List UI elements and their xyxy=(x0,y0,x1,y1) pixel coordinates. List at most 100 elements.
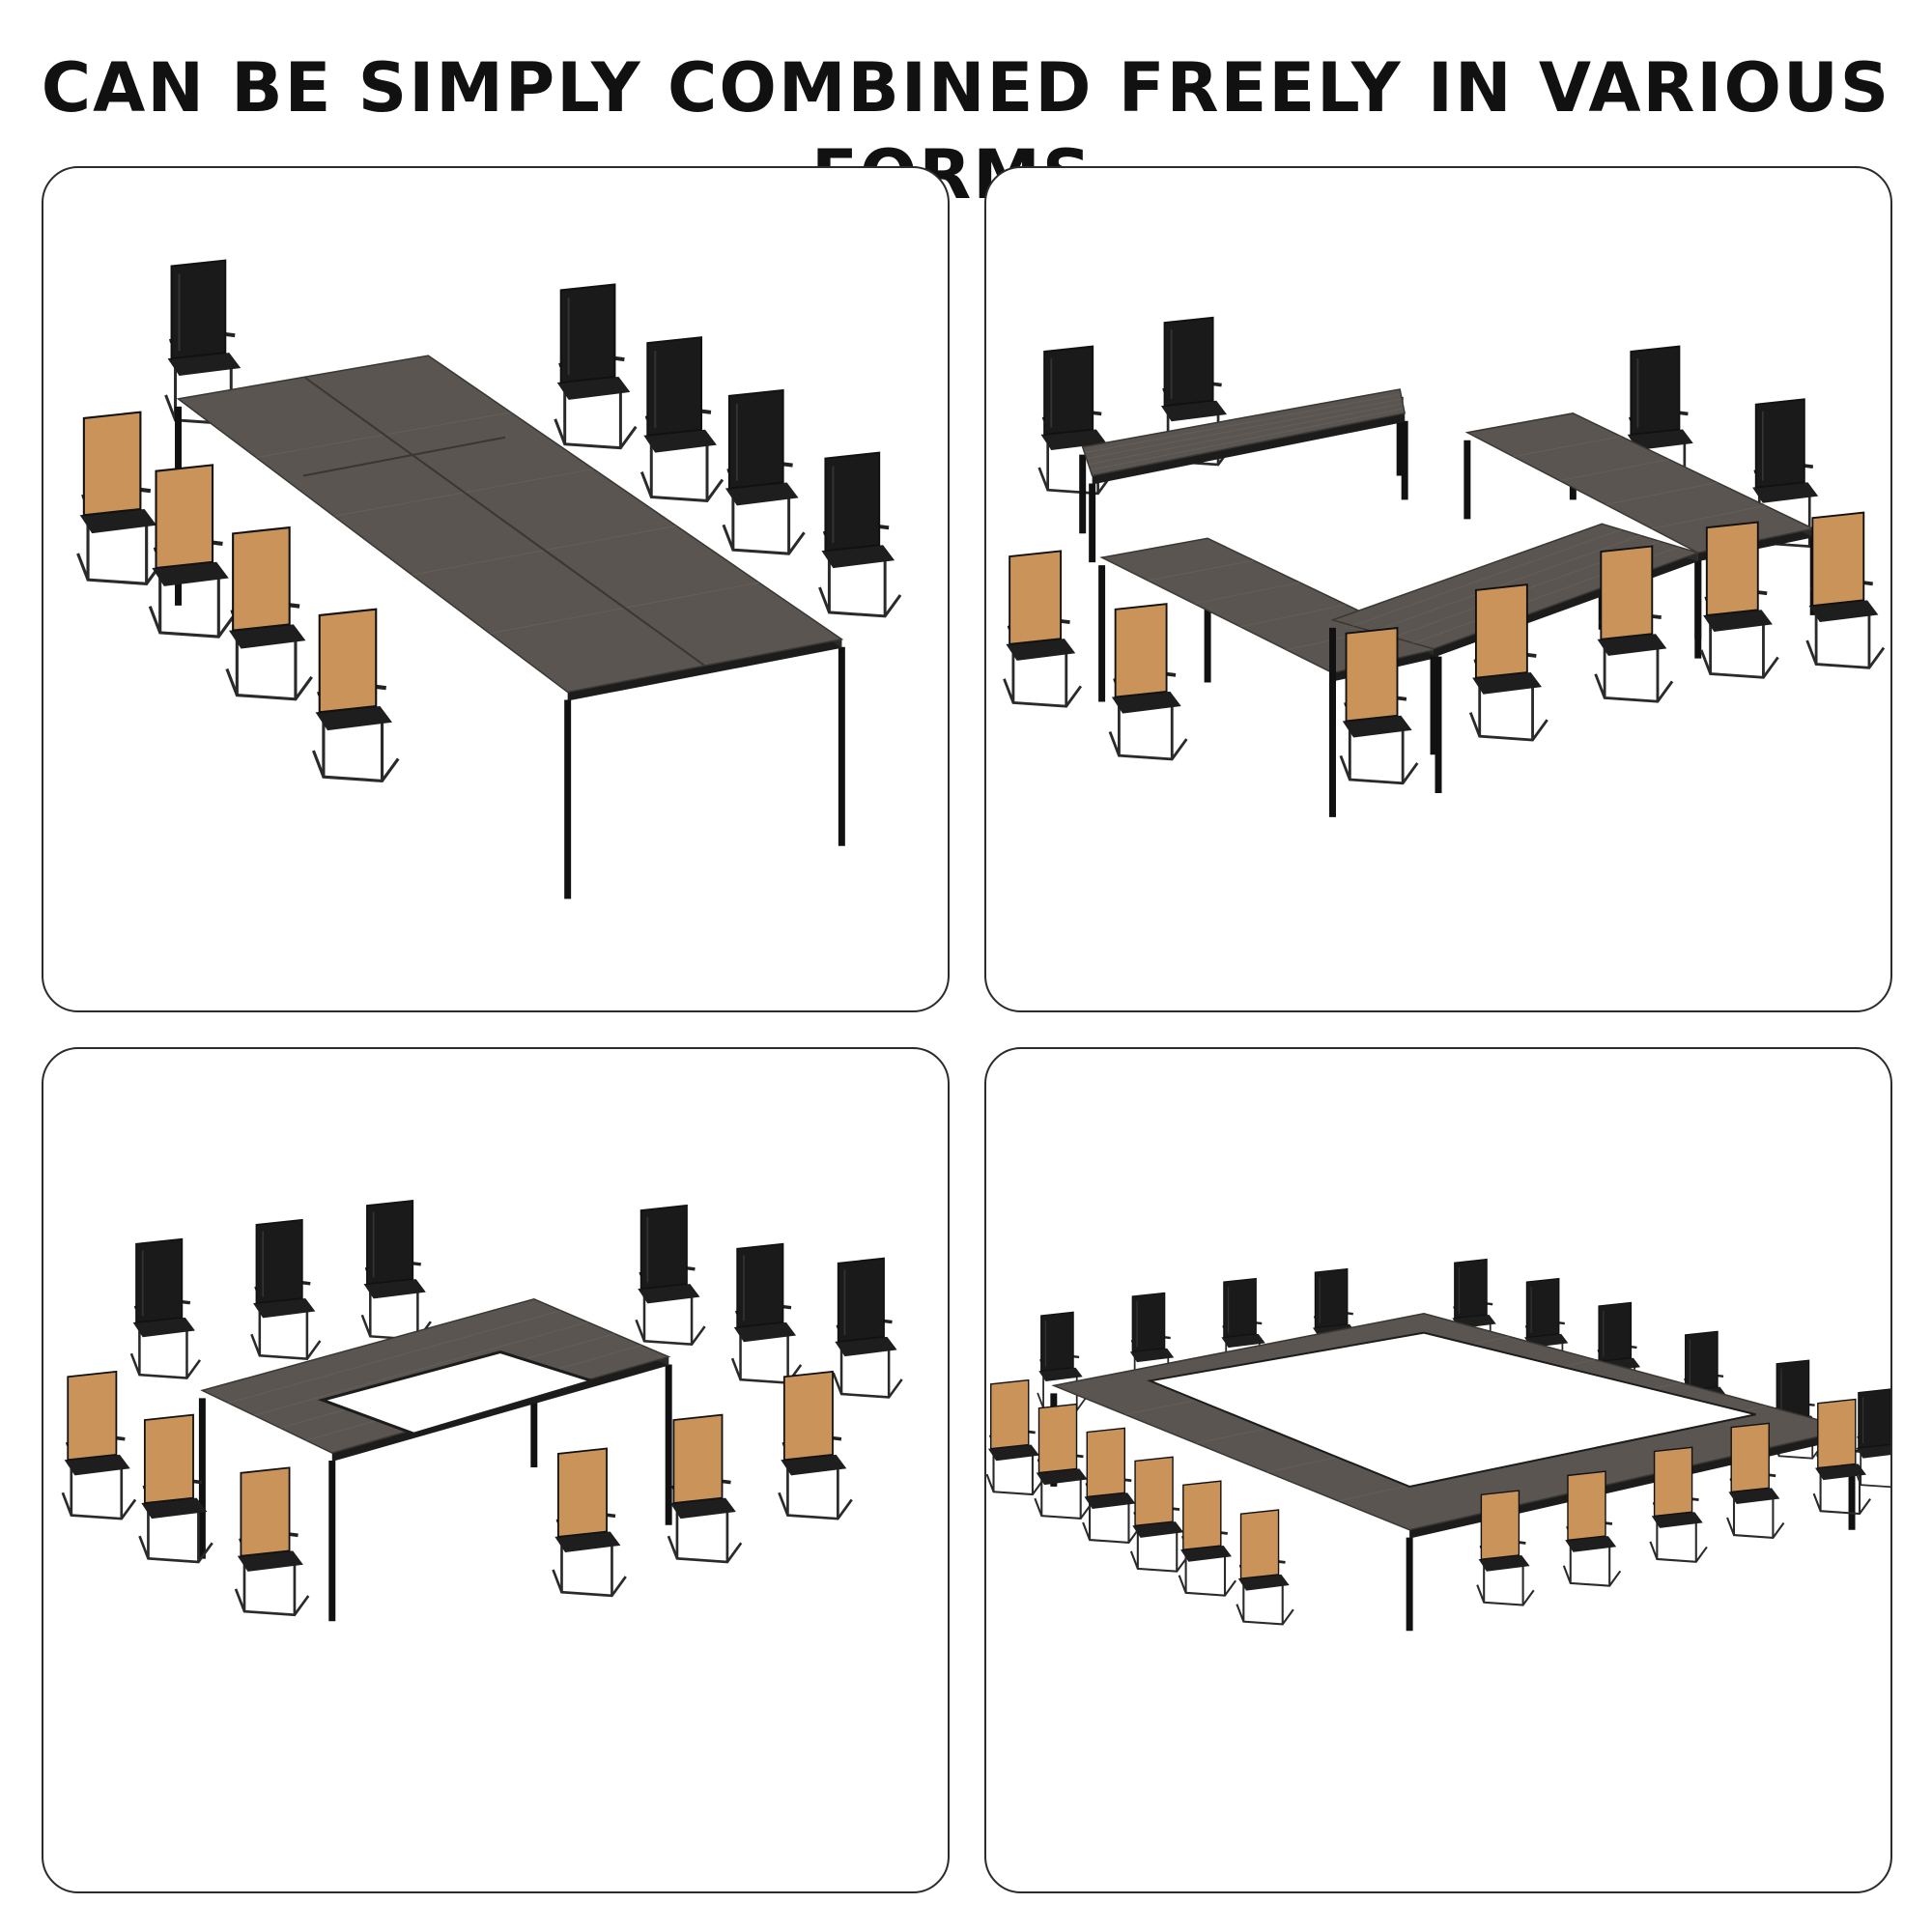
chair-back-view xyxy=(1129,1456,1189,1573)
chair-backrest xyxy=(82,411,142,517)
chair-backrest xyxy=(1239,1509,1280,1579)
chair-backrest xyxy=(1858,1388,1890,1449)
chair-backrest xyxy=(1754,398,1805,489)
large-ring-scene xyxy=(986,1258,1890,1632)
chair-front-view xyxy=(250,1218,322,1360)
chair-backrest xyxy=(1134,1456,1174,1527)
chair-backrest xyxy=(1009,550,1063,645)
chair-backrest xyxy=(155,464,214,570)
chair-front-view xyxy=(818,451,902,618)
chair-backrest xyxy=(1182,1480,1222,1550)
tabletop xyxy=(1081,388,1406,477)
chair-backrest xyxy=(1345,626,1399,723)
chair-back-view xyxy=(1562,1470,1622,1587)
chair-backrest xyxy=(557,1447,608,1538)
chair-front-view xyxy=(360,1199,432,1342)
panel-large-ring-layout xyxy=(984,1047,1892,1893)
chair-backrest xyxy=(1600,545,1654,640)
chair-backrest xyxy=(1811,511,1865,608)
chair-front-view xyxy=(832,1257,903,1399)
chair-back-view xyxy=(148,464,237,639)
chair-backrest xyxy=(1454,1258,1488,1320)
chair-backrest xyxy=(318,608,378,714)
chair-back-view xyxy=(1812,1398,1871,1516)
chair-backrest xyxy=(1043,345,1094,436)
panel-square-ring-layout xyxy=(42,1047,950,1893)
chair-backrest xyxy=(1653,1446,1693,1518)
chair-backrest xyxy=(67,1370,118,1462)
chair-backrest xyxy=(1630,345,1681,436)
chair-front-view xyxy=(730,1242,803,1384)
chair-front-view xyxy=(635,1204,706,1347)
folding-table xyxy=(1079,388,1408,563)
chair-back-view xyxy=(76,411,164,585)
chair-back-view xyxy=(667,1413,743,1564)
chair-backrest xyxy=(255,1218,303,1305)
chair-backrest xyxy=(782,1370,834,1462)
chair-backrest xyxy=(639,1204,688,1291)
chair-back-view xyxy=(778,1370,853,1520)
chair-front-view xyxy=(1521,1277,1573,1378)
chair-backrest xyxy=(1314,1267,1349,1329)
chair-back-view xyxy=(1003,550,1083,708)
folding-table xyxy=(175,355,845,899)
chair-back-view xyxy=(1034,1403,1093,1520)
chair-backrest xyxy=(240,1466,291,1557)
chair-backrest xyxy=(736,1242,784,1328)
chair-backrest xyxy=(559,283,616,384)
chair-backrest xyxy=(1817,1398,1857,1469)
chair-front-view xyxy=(1594,1301,1645,1402)
chair-front-view xyxy=(639,336,724,502)
chair-back-view xyxy=(1726,1422,1785,1539)
chair-front-view xyxy=(129,1237,202,1379)
chair-backrest xyxy=(1776,1359,1810,1420)
chair-back-view xyxy=(61,1370,137,1520)
chair-backrest xyxy=(232,526,291,632)
chair-back-view xyxy=(234,1466,310,1617)
chair-backrest xyxy=(824,451,881,553)
chair-front-view xyxy=(164,259,248,426)
chair-back-view xyxy=(225,526,313,701)
u-shape-scene xyxy=(1003,316,1886,817)
chair-back-view xyxy=(1476,1490,1535,1606)
chair-backrest xyxy=(1040,1311,1074,1372)
chair-backrest xyxy=(1480,1490,1520,1560)
chair-backrest xyxy=(1598,1301,1633,1362)
chair-backrest xyxy=(1685,1330,1719,1391)
chair-backrest xyxy=(727,388,784,490)
chair-front-view xyxy=(1854,1388,1890,1489)
chair-backrest xyxy=(1163,316,1214,408)
chair-backrest xyxy=(1567,1470,1606,1542)
chair-backrest xyxy=(1086,1427,1125,1498)
chair-backrest xyxy=(672,1413,724,1505)
chair-backrest xyxy=(1037,1403,1078,1474)
tabletop xyxy=(176,355,844,694)
chair-back-view xyxy=(986,1378,1044,1496)
chair-backrest xyxy=(1525,1277,1560,1339)
chair-back-view xyxy=(1178,1480,1237,1597)
chair-backrest xyxy=(1474,583,1528,679)
chair-front-view xyxy=(554,283,638,450)
chair-backrest xyxy=(143,1413,194,1505)
chair-backrest xyxy=(1730,1422,1770,1493)
chair-backrest xyxy=(1131,1292,1166,1353)
chair-back-view xyxy=(1699,521,1779,679)
chair-back-view xyxy=(312,608,400,783)
chair-backrest xyxy=(837,1257,885,1343)
chair-backrest xyxy=(990,1378,1030,1450)
square-ring-scene xyxy=(61,1199,903,1622)
chair-back-view xyxy=(1468,583,1548,742)
chair-backrest xyxy=(1705,521,1759,617)
chair-front-view xyxy=(1127,1292,1179,1392)
chair-back-view xyxy=(1594,545,1674,703)
chair-back-view xyxy=(1236,1509,1294,1626)
chair-back-view xyxy=(1649,1446,1708,1563)
chair-backrest xyxy=(170,259,227,360)
panel-u-shape-layout xyxy=(984,166,1892,1012)
chair-backrest xyxy=(135,1237,184,1323)
chair-back-view xyxy=(1805,511,1886,669)
chair-backrest xyxy=(646,336,703,437)
chair-backrest xyxy=(1114,603,1168,698)
chair-back-view xyxy=(1082,1427,1141,1544)
chair-back-view xyxy=(552,1447,627,1598)
